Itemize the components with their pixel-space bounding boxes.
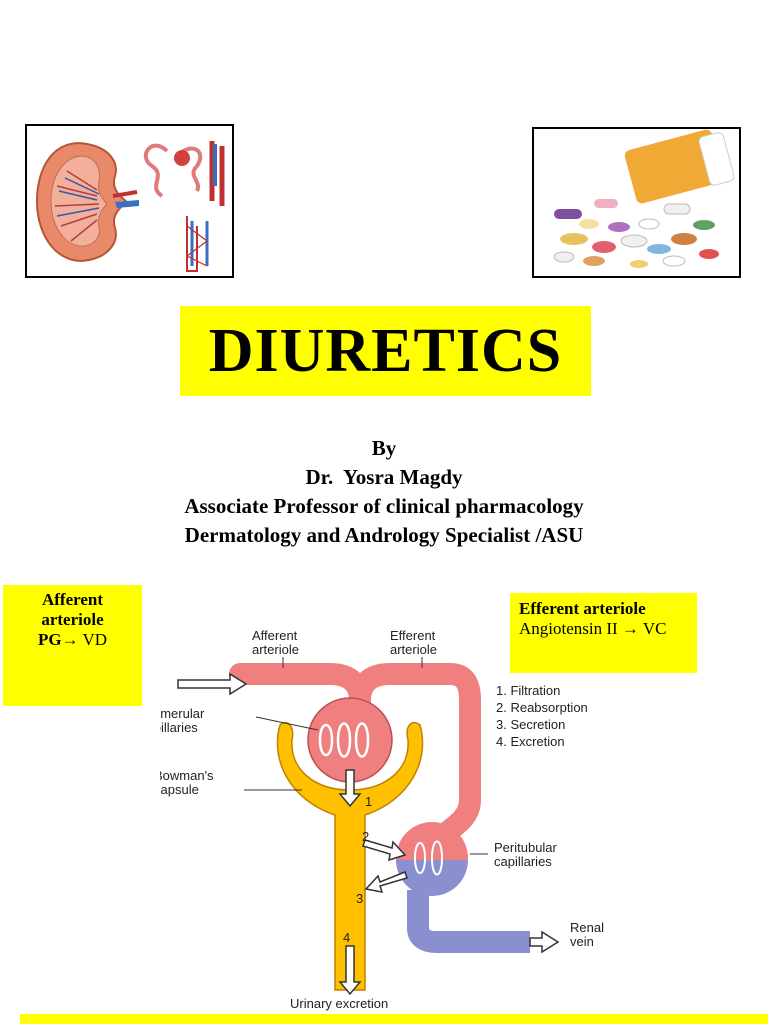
step-secretion: 3. Secretion bbox=[496, 717, 565, 732]
bowman-label-1: Bowman's bbox=[160, 768, 214, 783]
step-number-3: 3 bbox=[356, 891, 363, 906]
glomerular-label-1: Glomerular bbox=[160, 706, 205, 721]
step-filtration: 1. Filtration bbox=[496, 683, 560, 698]
pills-illustration bbox=[532, 127, 741, 278]
bowman-label-2: capsule bbox=[160, 782, 199, 797]
excretion-arrow-icon bbox=[338, 945, 362, 996]
reabsorption-arrow-icon bbox=[362, 839, 407, 862]
kidney-nephron-image bbox=[35, 141, 225, 272]
afferent-note-box: Afferent arteriole PG→ VD bbox=[3, 585, 142, 706]
glomerulus-loops bbox=[318, 722, 370, 758]
efferent-note-box: Efferent arteriole Angiotensin II → VC bbox=[510, 593, 697, 673]
page-title: DIURETICS bbox=[208, 317, 563, 385]
peritubular-venous-half bbox=[396, 860, 468, 896]
bowmans-capsule-shape bbox=[276, 721, 424, 991]
afferent-note-line1: Afferent bbox=[41, 590, 104, 609]
step-excretion: 4. Excretion bbox=[496, 734, 565, 749]
efferent-label-1: Efferent bbox=[390, 628, 436, 643]
renal-label-2: vein bbox=[570, 934, 594, 949]
byline-author: Dr. Yosra Magdy bbox=[305, 465, 463, 489]
renal-vein-tube bbox=[407, 890, 530, 953]
step-number-2: 2 bbox=[362, 829, 369, 844]
afferent-label-1: Afferent bbox=[252, 628, 298, 643]
efferent-label-2: arteriole bbox=[390, 642, 437, 657]
efferent-arteriole-tube bbox=[349, 663, 481, 856]
byline-specialty: Dermatology and Andrology Specialist /AS… bbox=[184, 523, 584, 547]
peritubular-label-2: capillaries bbox=[494, 854, 552, 869]
step-number-4: 4 bbox=[343, 930, 350, 945]
peritubular-loops bbox=[414, 840, 444, 876]
afferent-note-effect: → VD bbox=[61, 630, 108, 649]
author-byline: By Dr. Yosra Magdy Associate Professor o… bbox=[0, 434, 768, 550]
pills-image bbox=[553, 129, 735, 268]
afferent-label-2: arteriole bbox=[252, 642, 299, 657]
renal-label-1: Renal bbox=[570, 920, 604, 935]
urinary-excretion-label: Urinary excretion bbox=[290, 996, 388, 1011]
inflow-arrow-icon bbox=[177, 672, 248, 696]
peritubular-label-1: Peritubular bbox=[494, 840, 558, 855]
renal-vein-arrow-icon bbox=[529, 930, 560, 954]
glomerular-label-2: capillaries bbox=[160, 720, 198, 735]
efferent-note-heading: Efferent arteriole bbox=[519, 599, 646, 618]
secretion-arrow-icon bbox=[364, 871, 408, 893]
title-highlight-box: DIURETICS bbox=[180, 306, 591, 396]
step-number-1: 1 bbox=[365, 794, 372, 809]
bottom-highlight-bar bbox=[20, 1014, 768, 1024]
byline-by: By bbox=[371, 436, 397, 460]
afferent-note-line2: arteriole bbox=[41, 610, 104, 629]
step-reabsorption: 2. Reabsorption bbox=[496, 700, 588, 715]
filtration-arrow-icon bbox=[338, 769, 362, 808]
byline-position: Associate Professor of clinical pharmaco… bbox=[184, 494, 584, 518]
nephron-diagram: Afferent arteriole Efferent arteriole Gl… bbox=[160, 628, 604, 1011]
efferent-note-effect: Angiotensin II → VC bbox=[519, 619, 667, 638]
kidney-illustration bbox=[25, 124, 234, 278]
afferent-note-pg: PG bbox=[37, 630, 62, 649]
